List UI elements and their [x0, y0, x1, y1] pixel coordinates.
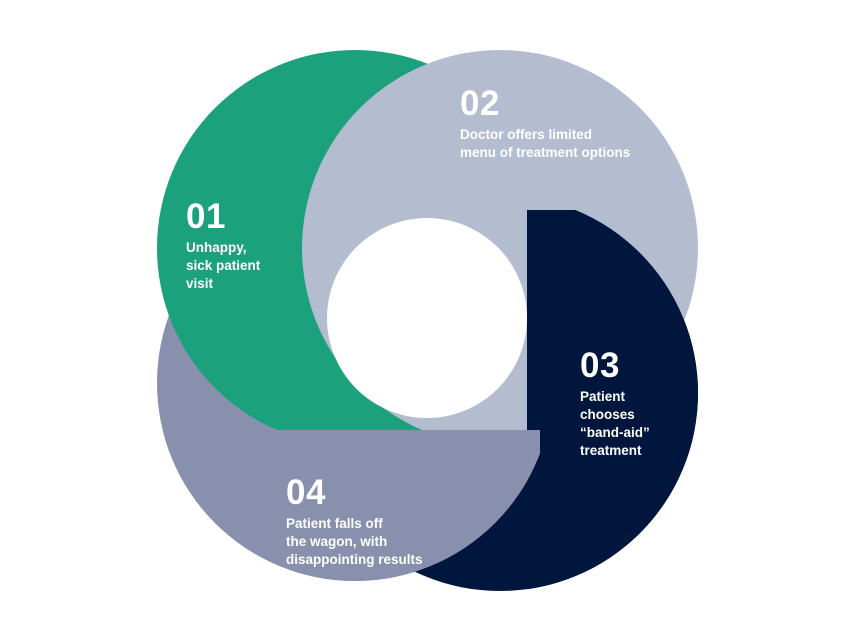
- step-02-number: 02: [460, 84, 500, 123]
- step-02-text: Doctor offers limited menu of treatment …: [460, 126, 630, 162]
- step-03-number: 03: [580, 346, 620, 385]
- step-03-line: “band-aid”: [580, 425, 650, 440]
- step-03-shading: [527, 210, 698, 590]
- step-01-line: Unhappy,: [186, 240, 247, 255]
- step-04-line: disappointing results: [286, 552, 423, 567]
- center-hole: [327, 218, 527, 418]
- step-03-text: Patient chooses “band-aid” treatment: [580, 388, 650, 460]
- step-04-line: the wagon, with: [286, 534, 388, 549]
- step-01-label: 01 Unhappy, sick patient visit: [186, 199, 260, 293]
- step-04-text: Patient falls off the wagon, with disapp…: [286, 515, 423, 569]
- step-03-line: chooses: [580, 407, 635, 422]
- step-02-line: Doctor offers limited: [460, 127, 593, 142]
- step-04-line: Patient falls off: [286, 516, 383, 531]
- step-01-text: Unhappy, sick patient visit: [186, 239, 260, 293]
- step-03-line: Patient: [580, 389, 626, 404]
- step-03-line: treatment: [580, 443, 642, 458]
- step-01-line: visit: [186, 276, 214, 291]
- step-03-label: 03 Patient chooses “band-aid” treatment: [580, 348, 650, 460]
- step-01-line: sick patient: [186, 258, 261, 273]
- step-04-label: 04 Patient falls off the wagon, with dis…: [286, 475, 423, 569]
- step-02-line: menu of treatment options: [460, 145, 631, 160]
- step-04-number: 04: [286, 473, 326, 512]
- step-01-number: 01: [186, 197, 226, 236]
- step-02-label: 02 Doctor offers limited menu of treatme…: [460, 86, 630, 162]
